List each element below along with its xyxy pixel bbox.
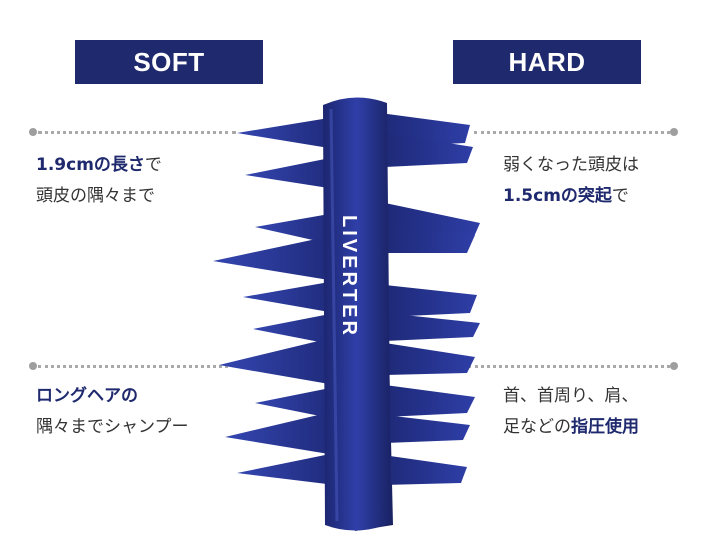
caption-soft-longhair: ロングヘアの 隅々までシャンプー [36,381,189,443]
leader-line-left-top [38,131,236,134]
caption-hard-shiatsu-accent: 指圧使用 [571,417,639,437]
left-spikes [213,117,335,485]
scalp-brush-image: LIVERTER [213,97,480,531]
leader-line-left-bottom [38,365,228,368]
hard-label: HARD [453,40,641,84]
brand-text: LIVERTER [338,215,360,338]
leader-line-right-bottom [468,365,670,368]
caption-hard-shiatsu-prefix: 足などの [503,417,571,437]
soft-label-text: SOFT [133,46,205,77]
caption-hard-shiatsu-line1: 首、首周り、肩、 [503,386,639,406]
brush-band [323,97,391,531]
leader-line-right-top [474,131,670,134]
caption-hard-scalp: 弱くなった頭皮は 1.5cmの突起で [503,150,639,212]
caption-soft-length-line2: 頭皮の隅々まで [36,186,155,206]
caption-soft-longhair-line2: 隅々までシャンプー [36,417,189,437]
caption-hard-scalp-line1: 弱くなった頭皮は [503,155,639,175]
caption-soft-length: 1.9cmの長さで 頭皮の隅々まで [36,150,162,212]
leader-dot-right-bottom [670,362,678,370]
hard-label-text: HARD [508,46,586,77]
leader-dot-left-top [29,128,37,136]
brush-band-highlight [329,108,339,522]
caption-soft-longhair-accent: ロングヘアの [36,386,138,406]
caption-hard-scalp-accent: 1.5cmの突起 [503,186,612,206]
caption-hard-scalp-rest: で [611,186,629,206]
caption-soft-length-rest: で [144,155,162,175]
leader-dot-right-top [670,128,678,136]
right-spikes [380,113,480,485]
soft-label: SOFT [75,40,263,84]
caption-hard-shiatsu: 首、首周り、肩、 足などの指圧使用 [503,381,639,443]
caption-soft-length-accent: 1.9cmの長さ [36,155,145,175]
leader-dot-left-bottom [29,362,37,370]
